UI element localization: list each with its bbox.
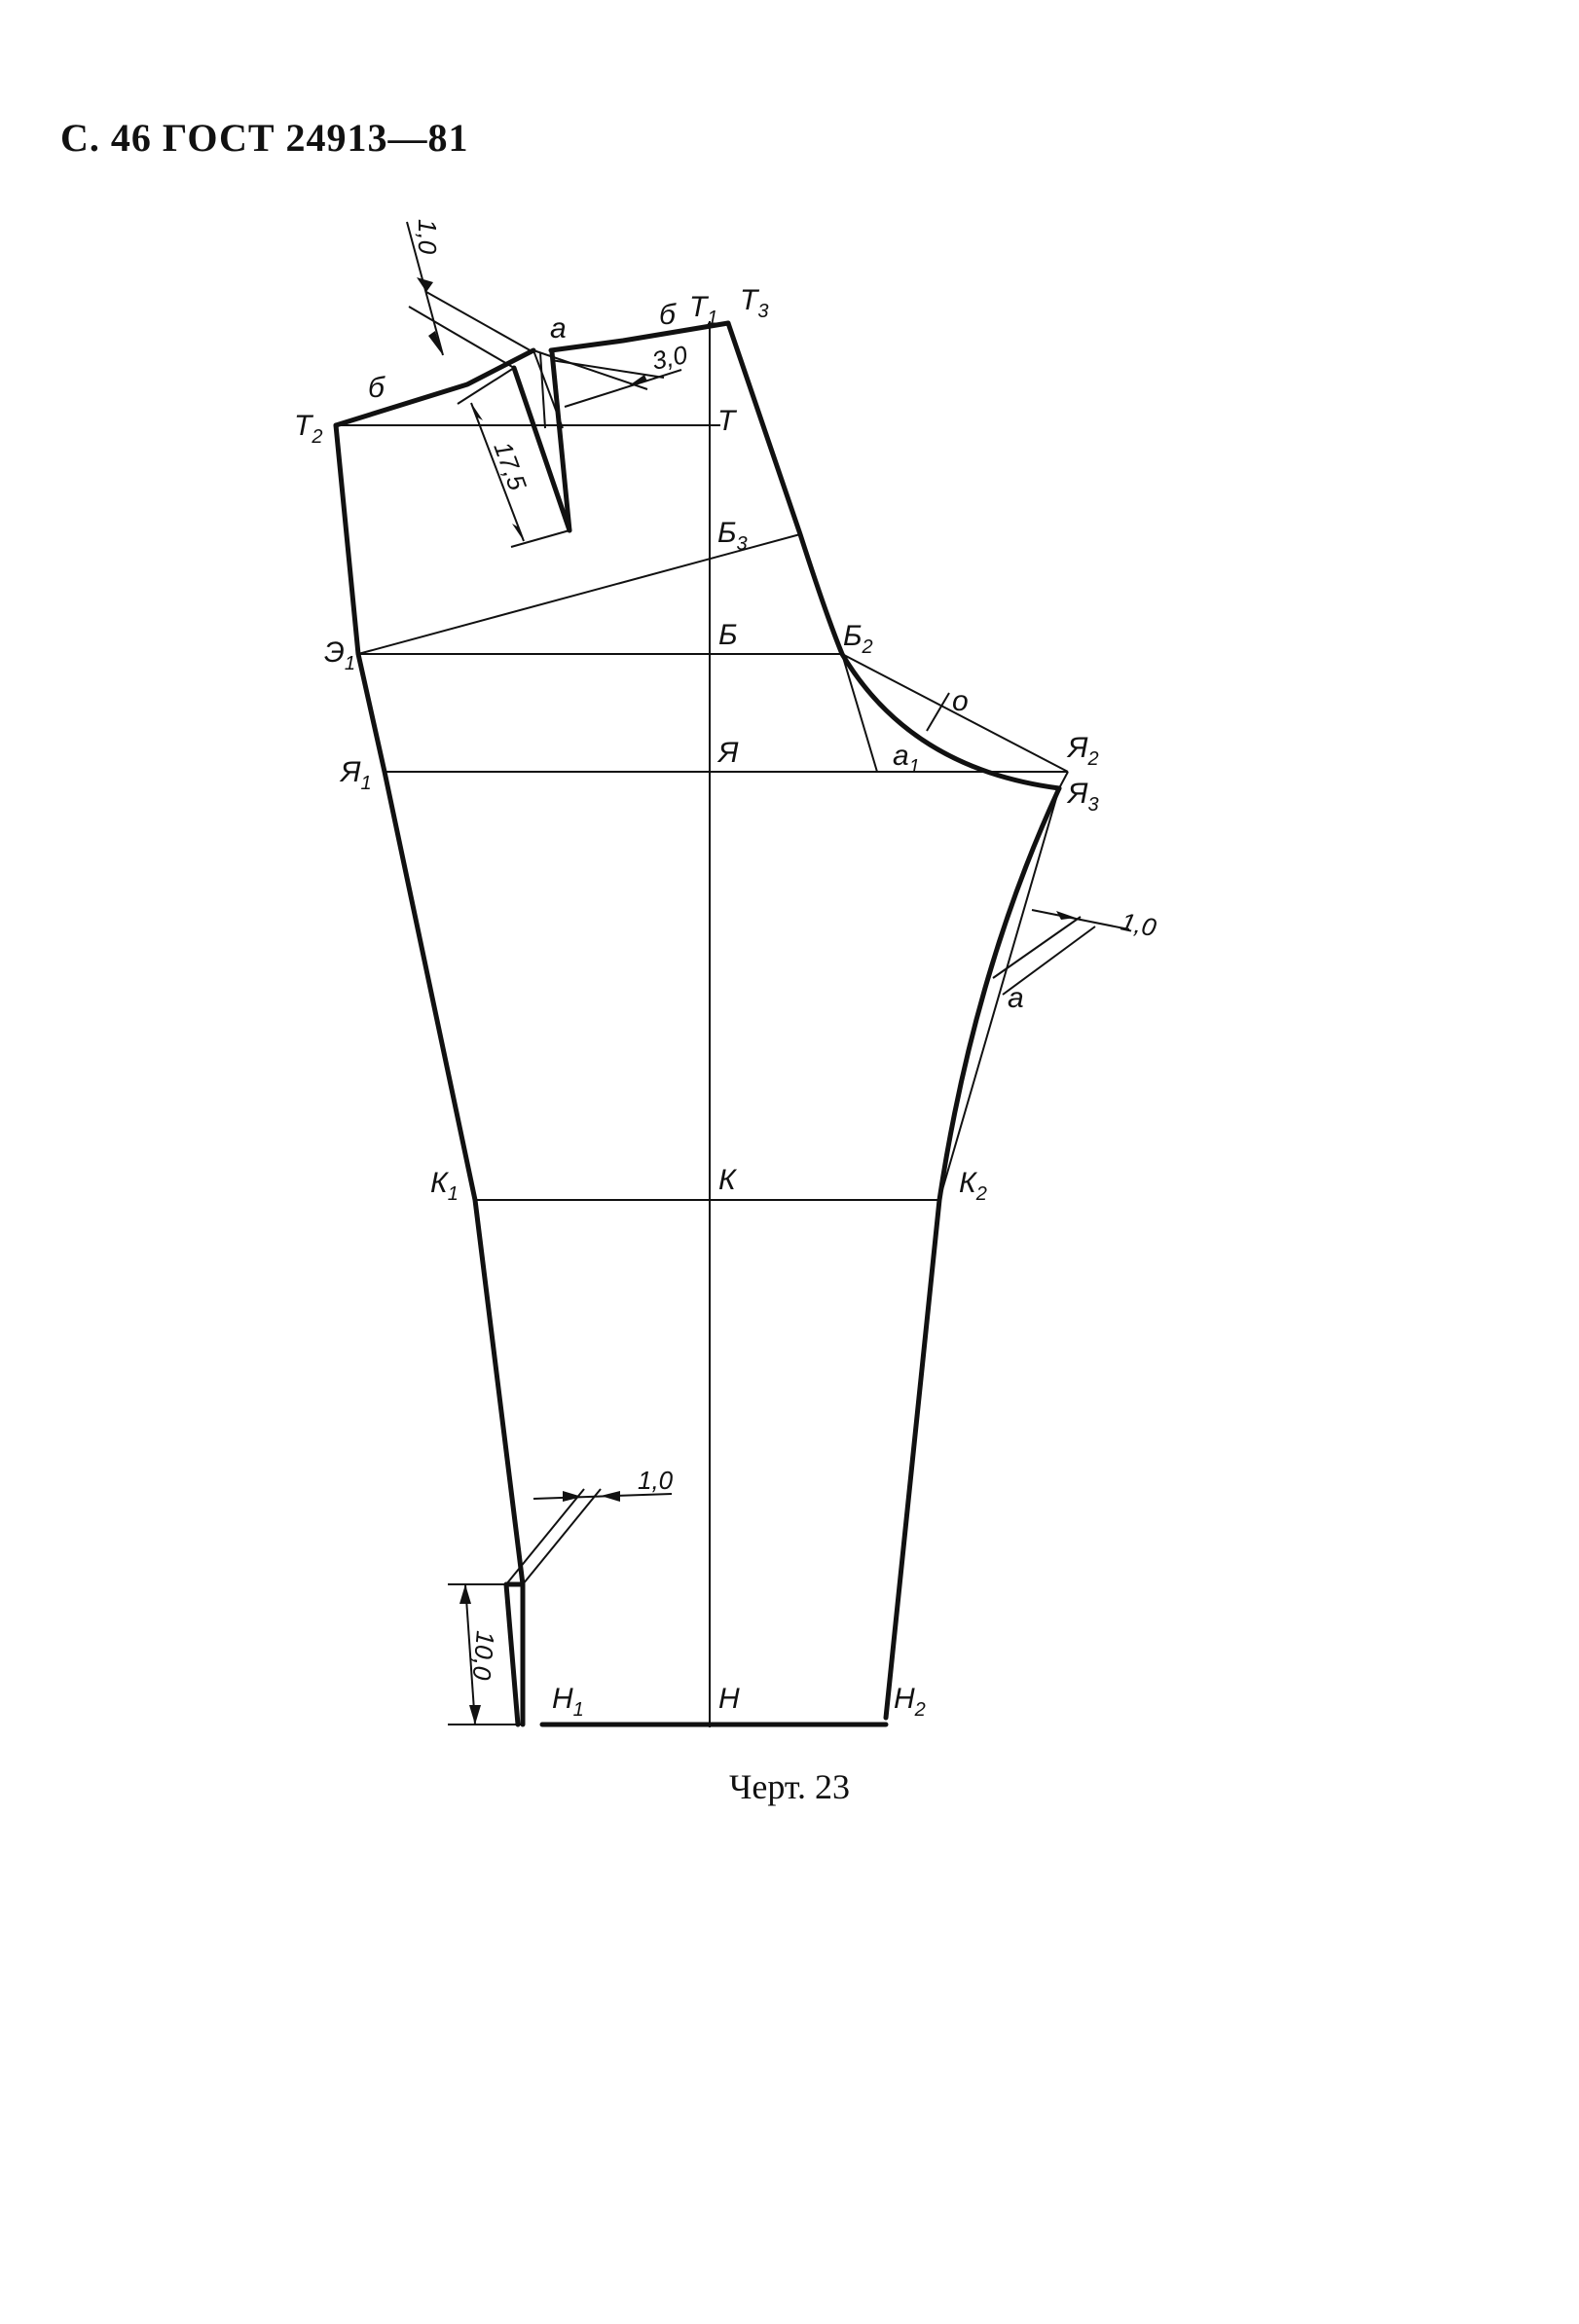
point-T1: Т1 bbox=[689, 291, 717, 329]
figure-caption: Черт. 23 bbox=[729, 1767, 850, 1806]
extension-line bbox=[522, 1488, 602, 1585]
dimension-hem: 1,0 bbox=[505, 1466, 674, 1585]
point-T: Т bbox=[717, 405, 738, 437]
pattern-outline bbox=[333, 320, 1062, 1727]
point-E1: Э1 bbox=[324, 636, 355, 674]
dimension-hem-height: 10,0 bbox=[448, 1583, 523, 1725]
point-T2: Т2 bbox=[294, 410, 322, 448]
extension-line bbox=[408, 306, 515, 369]
side-chord bbox=[938, 787, 1060, 1201]
dart-left-leg bbox=[511, 365, 572, 533]
construction-lines bbox=[336, 321, 1069, 1727]
waist-right-seam bbox=[548, 320, 731, 353]
point-labels: Т2 б а б Т1 Т3 Т Б3 Э1 Б Б2 о Я1 Я а1 Я2… bbox=[294, 284, 1099, 1721]
point-K: К bbox=[718, 1164, 738, 1196]
point-H1: Н1 bbox=[552, 1683, 584, 1721]
o-perpendicular bbox=[926, 692, 950, 732]
point-Ya: Я bbox=[716, 737, 739, 769]
inner-leg-seam bbox=[883, 785, 1062, 1721]
extension-line bbox=[505, 1488, 585, 1585]
dart-inner-line-2 bbox=[539, 351, 546, 429]
page-header: С. 46 ГОСТ 24913—81 bbox=[60, 116, 469, 160]
right-front-seam bbox=[725, 320, 1062, 791]
arrow-icon bbox=[628, 375, 647, 386]
point-B: Б bbox=[718, 619, 738, 651]
dim-line bbox=[470, 402, 525, 542]
point-B3: Б3 bbox=[717, 517, 748, 555]
dimension-side: 1,0 bbox=[992, 907, 1159, 996]
point-b-left: б bbox=[368, 372, 386, 404]
point-K2: К2 bbox=[959, 1167, 987, 1205]
extension-line bbox=[532, 349, 648, 390]
arrow-icon bbox=[469, 1705, 481, 1725]
dimension-dart-length: 17,5 bbox=[457, 367, 570, 548]
dim-label-top: 1,0 bbox=[413, 219, 442, 255]
point-a-side: а bbox=[1008, 982, 1024, 1014]
dimension-top: 1,0 bbox=[406, 219, 534, 369]
dim-line bbox=[1031, 909, 1130, 930]
dim-label-dart-width: 3,0 bbox=[649, 340, 690, 376]
extension-line bbox=[425, 291, 534, 353]
b2-a1-line bbox=[841, 653, 878, 773]
dim-line bbox=[564, 369, 682, 408]
extension-line bbox=[1002, 926, 1096, 996]
point-Ya2: Я2 bbox=[1066, 732, 1099, 770]
extension-line bbox=[457, 367, 515, 405]
arrow-icon bbox=[563, 1491, 582, 1502]
b3-e1-line bbox=[357, 533, 801, 655]
point-B2: Б2 bbox=[843, 620, 873, 658]
extension-line bbox=[510, 529, 570, 548]
point-a-top: а bbox=[550, 312, 567, 345]
point-H2: Н2 bbox=[894, 1683, 926, 1721]
point-K1: К1 bbox=[430, 1167, 459, 1205]
dim-label-hem-height: 10,0 bbox=[467, 1629, 500, 1682]
arrow-icon bbox=[471, 403, 483, 420]
dart-right-leg bbox=[549, 349, 572, 533]
dart bbox=[511, 349, 572, 533]
arrow-icon bbox=[601, 1491, 620, 1502]
extension-line bbox=[550, 359, 665, 379]
point-a1: а1 bbox=[893, 740, 920, 778]
dim-line bbox=[464, 1583, 476, 1725]
point-T3: Т3 bbox=[740, 284, 768, 322]
arrow-icon bbox=[459, 1584, 471, 1604]
point-o: о bbox=[952, 685, 969, 717]
hem-step bbox=[503, 1581, 526, 1727]
point-Ya1: Я1 bbox=[339, 756, 372, 794]
arrow-icon bbox=[512, 524, 524, 541]
b2-ya2-chord bbox=[841, 653, 1069, 773]
arrow-icon bbox=[1056, 911, 1076, 920]
arrow-icon bbox=[428, 331, 443, 355]
waist-left-seam bbox=[333, 347, 536, 428]
ya2-ya3-line bbox=[1058, 771, 1069, 789]
extension-line bbox=[992, 916, 1082, 979]
arrow-icon bbox=[417, 277, 433, 292]
dart-inner-line bbox=[532, 349, 564, 429]
point-H: Н bbox=[718, 1683, 740, 1715]
point-b-right: б bbox=[659, 299, 677, 331]
left-side-seam bbox=[333, 422, 526, 1587]
point-Ya3: Я3 bbox=[1066, 778, 1099, 816]
dim-label-hem: 1,0 bbox=[638, 1466, 674, 1495]
dim-label-side: 1,0 bbox=[1119, 907, 1159, 943]
dimension-dart-width: 3,0 bbox=[532, 340, 690, 408]
